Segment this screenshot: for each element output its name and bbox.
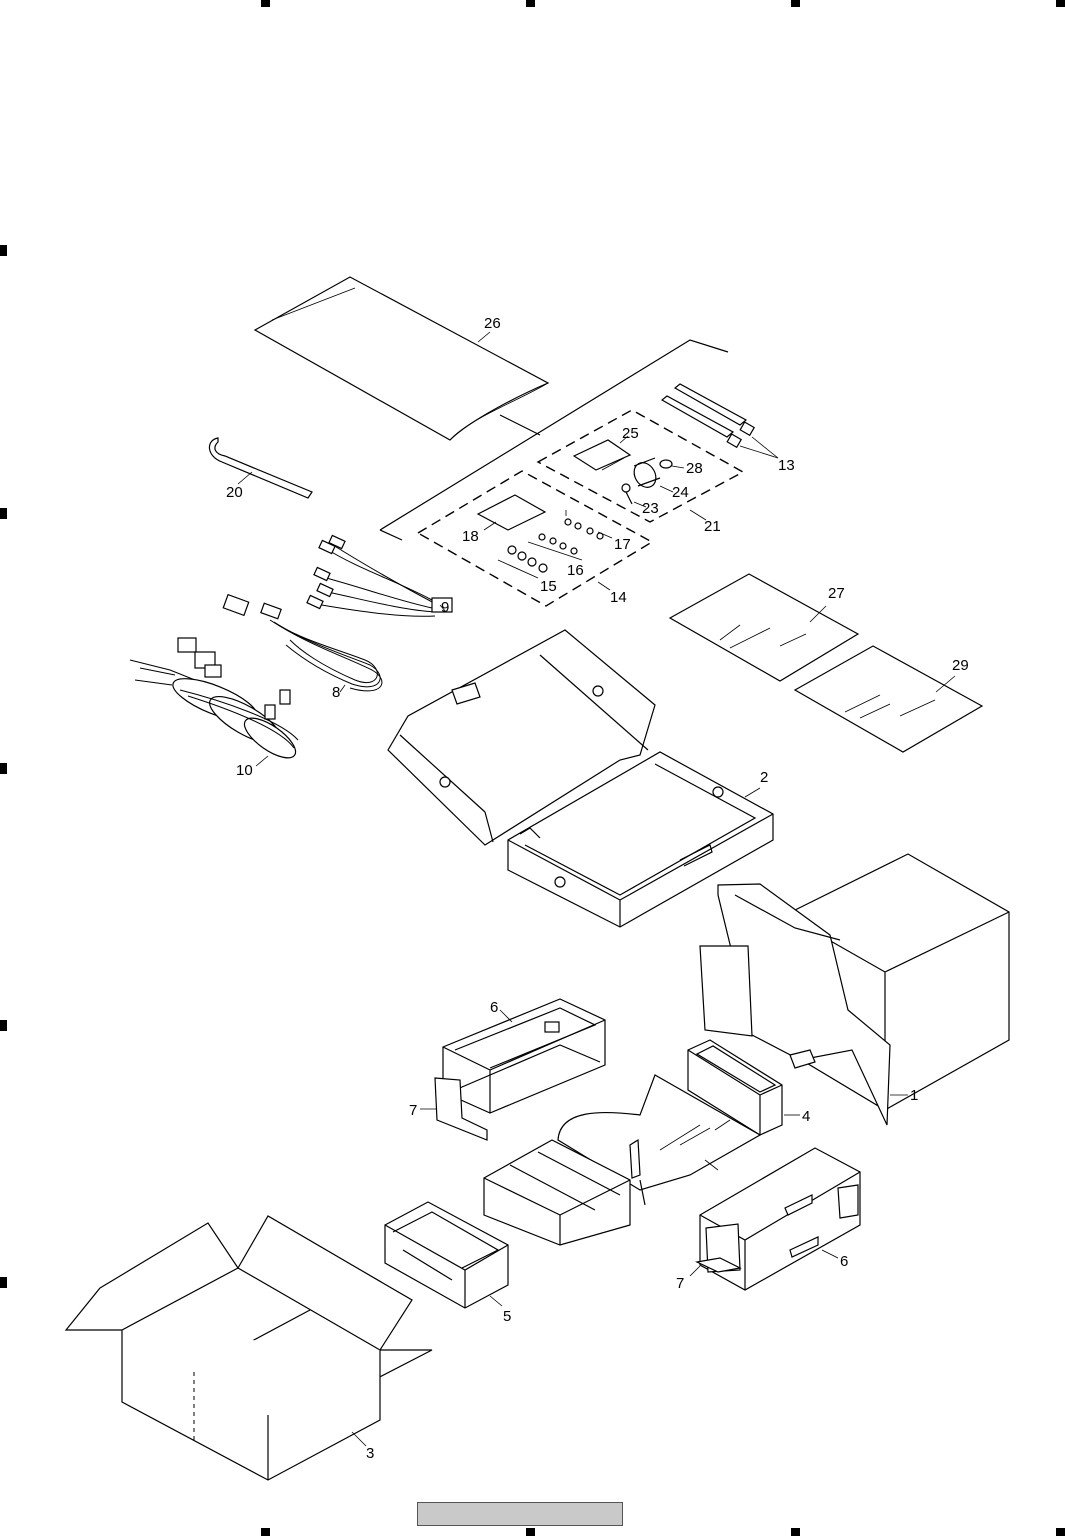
label-26: 26 xyxy=(484,315,501,332)
part-10-power-harness xyxy=(129,637,299,767)
label-16: 16 xyxy=(567,562,584,579)
part-6-pad-top xyxy=(442,998,606,1114)
label-21: 21 xyxy=(704,518,721,535)
part-7-pad-bottom xyxy=(689,1257,742,1277)
part-21-screw-kit xyxy=(536,409,745,523)
label-5: 5 xyxy=(503,1308,511,1325)
label-7-left: 7 xyxy=(409,1102,417,1119)
part-4-sleeve xyxy=(687,1039,800,1136)
label-7-bottom: 7 xyxy=(676,1275,684,1292)
label-18: 18 xyxy=(462,528,479,545)
label-4: 4 xyxy=(802,1108,810,1125)
label-9: 9 xyxy=(441,599,449,616)
label-27: 27 xyxy=(828,585,845,602)
main-unit-in-bag xyxy=(483,1074,762,1246)
label-23: 23 xyxy=(642,500,659,517)
screws xyxy=(507,518,604,573)
part-26-bag xyxy=(253,276,550,441)
label-20: 20 xyxy=(226,484,243,501)
part-14-screw-kit xyxy=(416,470,654,607)
label-8: 8 xyxy=(332,684,340,701)
footer-page-bar xyxy=(417,1502,623,1526)
part-13-cable-ties xyxy=(660,383,779,459)
label-6-bottom: 6 xyxy=(840,1253,848,1270)
label-29: 29 xyxy=(952,657,969,674)
label-1: 1 xyxy=(910,1087,918,1104)
label-6-top: 6 xyxy=(490,999,498,1016)
part-9-av-cable xyxy=(306,534,453,617)
part-27-sheet xyxy=(668,573,860,682)
part-29-sheet xyxy=(793,645,984,753)
label-24: 24 xyxy=(672,484,689,501)
part-3-outer-box xyxy=(64,1215,433,1481)
label-13: 13 xyxy=(778,457,795,474)
part-7-pad-left xyxy=(420,1077,488,1141)
label-17: 17 xyxy=(614,536,631,553)
label-14: 14 xyxy=(610,589,627,606)
label-15: 15 xyxy=(540,578,557,595)
part-labels: 26 25 28 13 24 20 23 21 18 17 16 15 14 2… xyxy=(226,315,969,1462)
label-28: 28 xyxy=(686,460,703,477)
part-20-strap xyxy=(208,437,313,499)
accessory-tray-outline xyxy=(379,339,729,541)
label-25: 25 xyxy=(622,425,639,442)
part-2-tray-box xyxy=(387,629,774,928)
label-3: 3 xyxy=(366,1445,374,1462)
part-8-cable xyxy=(222,593,383,693)
part-5-pad xyxy=(384,1201,509,1309)
part-1-carton xyxy=(699,853,1010,1126)
label-10: 10 xyxy=(236,762,253,779)
label-2: 2 xyxy=(760,769,768,786)
